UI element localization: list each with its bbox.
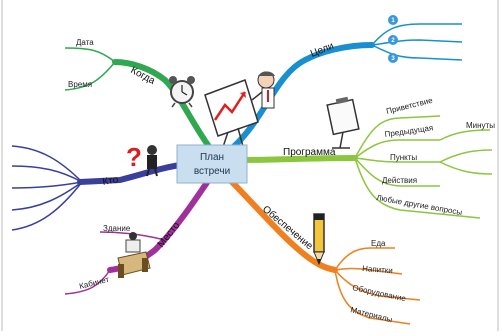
office-desk-icon xyxy=(117,232,151,278)
obesp-sub-food xyxy=(334,247,395,271)
question-person-icon: ? xyxy=(126,142,158,177)
prog-sub-other xyxy=(354,157,481,219)
branch-tseli-label: Цели xyxy=(309,41,335,60)
drinks-label: Напитки xyxy=(362,264,393,275)
branch-mesto-label: Место xyxy=(156,220,183,250)
kogda-sub-time xyxy=(64,61,116,91)
presenter-chart-icon xyxy=(204,71,275,151)
other-questions-label: Любые другие вопросы xyxy=(376,193,463,217)
branch-tseli-line xyxy=(227,42,375,153)
goal-3-badge xyxy=(388,53,398,63)
prog-sub-actions xyxy=(354,157,440,187)
date-label: Дата xyxy=(76,38,94,47)
kto-sub-3 xyxy=(11,181,83,189)
obesp-sub-materials xyxy=(334,269,411,325)
goal-1-number: 1 xyxy=(391,18,395,24)
branch-obesp-line xyxy=(227,177,338,273)
center-title-line1: План xyxy=(200,152,224,163)
branch-obesp-label: Обеспечение xyxy=(260,203,316,252)
goal-3-number: 3 xyxy=(391,56,395,62)
obesp-sub-drinks xyxy=(334,267,403,275)
prog-sub-items-b xyxy=(439,161,493,175)
kto-sub-2 xyxy=(11,165,83,183)
kogda-sub-date xyxy=(64,47,116,63)
prog-sub-items xyxy=(354,157,440,163)
prog-sub-minutes xyxy=(439,129,491,141)
kto-sub-5 xyxy=(11,181,83,231)
branch-prog: Программа Приветствие Предыдущая Минуты … xyxy=(242,96,495,219)
prog-sub-previous xyxy=(354,139,440,159)
branch-kogda-line xyxy=(112,59,213,151)
tseli-sub-2 xyxy=(371,39,463,46)
building-label: Здание xyxy=(103,224,131,233)
branch-kto-line xyxy=(77,162,183,185)
actions-label: Действия xyxy=(382,176,417,185)
prog-sub-greeting xyxy=(354,115,441,159)
materials-label: Материалы xyxy=(350,305,394,324)
center-node: План встречи xyxy=(176,144,248,184)
center-box xyxy=(176,144,248,184)
tseli-sub-1 xyxy=(371,23,462,46)
kto-sub-1 xyxy=(11,145,83,183)
tseli-sub-3 xyxy=(371,44,463,61)
time-label: Время xyxy=(68,80,92,89)
goal-2-number: 2 xyxy=(391,38,395,44)
mesto-sub-office xyxy=(64,269,111,295)
clipboard-stand-icon xyxy=(326,96,360,149)
svg-text:?: ? xyxy=(126,142,142,172)
goal-1-badge xyxy=(388,15,398,25)
food-label: Еда xyxy=(371,239,386,248)
office-label: Кабинет xyxy=(78,275,110,291)
kto-sub-4 xyxy=(11,181,83,211)
branch-kto-label: Кто xyxy=(102,174,120,188)
previous-label: Предыдущая xyxy=(384,123,434,139)
pencil-icon xyxy=(313,213,325,266)
branch-prog-label: Программа xyxy=(283,147,336,158)
branch-prog-line xyxy=(242,155,358,163)
center-title-line2: встречи xyxy=(194,166,230,177)
branch-mesto: Здание Кабинет Место xyxy=(64,175,213,295)
items-label: Пункты xyxy=(390,153,417,162)
obesp-sub-equipment xyxy=(334,269,421,301)
equipment-label: Оборудование xyxy=(352,283,408,303)
alarm-clock-icon xyxy=(169,76,195,108)
greeting-label: Приветствие xyxy=(385,96,434,116)
branch-kto: Кто xyxy=(11,145,183,231)
prog-sub-items-a xyxy=(439,149,493,163)
minutes-label: Минуты xyxy=(466,121,495,130)
branch-kogda: Дата Время Когда xyxy=(64,38,213,151)
goal-2-badge xyxy=(388,35,398,45)
